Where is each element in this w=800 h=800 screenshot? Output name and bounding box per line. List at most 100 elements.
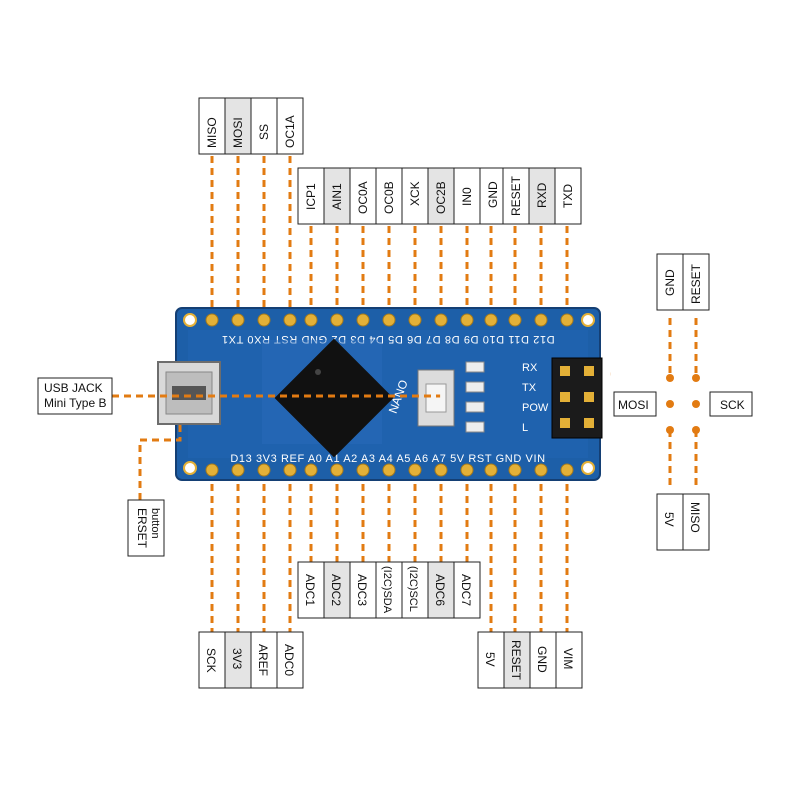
svg-text:ADC7: ADC7 (459, 574, 473, 606)
usb-mini-connector (157, 361, 221, 425)
svg-text:ADC6: ADC6 (433, 574, 447, 606)
svg-text:XCK: XCK (408, 181, 422, 206)
svg-text:RESET: RESET (509, 175, 523, 216)
internal-leaders (112, 394, 440, 500)
svg-text:OC0B: OC0B (382, 181, 396, 214)
label-sck-bottom: SCK (198, 631, 226, 689)
svg-text:GND: GND (486, 181, 500, 208)
label-aref: AREF (250, 631, 278, 689)
microcontroller-chip (262, 338, 394, 458)
svg-text:SCK: SCK (720, 398, 745, 412)
top-pin-pads (205, 313, 574, 327)
svg-text:TXD: TXD (561, 184, 575, 208)
icsp-labels: GND RESET 5V MISO MOSI SCK (613, 253, 753, 551)
svg-text:SCK: SCK (204, 648, 218, 673)
label-oc1a: OC1A (276, 97, 304, 155)
label-reset-top: RESET (502, 167, 530, 225)
bottom-right-labels: 5V RESET GND VIM (477, 631, 583, 689)
bottom-pin-pads (205, 463, 574, 477)
label-icsp-sck: SCK (709, 391, 753, 417)
svg-text:ADC0: ADC0 (282, 644, 296, 676)
svg-text:RESET: RESET (509, 640, 523, 681)
led-label-pow: POW (522, 402, 549, 414)
top-pin-silkscreen: D12 D11 D10 D9 D8 D7 D6 D5 D4 D3 D2 GND … (221, 333, 554, 345)
led-labels: RX TX POW L (522, 362, 549, 434)
svg-text:5V: 5V (662, 512, 676, 527)
label-gnd-bottom: GND (529, 631, 557, 689)
label-in0: IN0 (453, 167, 481, 225)
label-oc2b: OC2B (427, 167, 455, 225)
svg-text:AIN1: AIN1 (330, 183, 344, 210)
label-rxd: RXD (528, 167, 556, 225)
svg-text:MISO: MISO (688, 502, 702, 533)
usb-jack-label: USB JACK Mini Type B (37, 377, 113, 415)
label-oc0a: OC0A (349, 167, 377, 225)
svg-text:USB JACK: USB JACK (44, 381, 103, 395)
label-adc6: ADC6 (427, 561, 455, 619)
label-icsp-reset: RESET (682, 253, 710, 311)
svg-text:ICP1: ICP1 (304, 183, 318, 210)
label-ss: SS (250, 97, 278, 155)
svg-text:ADC1: ADC1 (303, 574, 317, 606)
reset-button-label: ERSET button (127, 499, 165, 557)
top-inner-labels: ICP1 AIN1 OC0A OC0B XCK OC2B IN0 GND RES… (297, 167, 582, 225)
svg-text:RESET: RESET (689, 263, 703, 304)
label-5v-bottom: 5V (477, 631, 505, 689)
svg-text:GND: GND (663, 269, 677, 296)
bottom-inner-labels: ADC1 ADC2 ADC3 (I2C)SDA (I2C)SCL ADC6 AD… (297, 561, 481, 619)
label-i2c-sda: (I2C)SDA (375, 561, 403, 619)
svg-text:IN0: IN0 (460, 187, 474, 206)
label-adc3: ADC3 (349, 561, 377, 619)
label-miso: MISO (198, 97, 226, 155)
icsp-leader-lines (668, 318, 698, 490)
bottom-left-labels: SCK 3V3 AREF ADC0 (198, 631, 304, 689)
svg-text:OC2B: OC2B (434, 181, 448, 214)
label-gnd-top: GND (479, 167, 507, 225)
led-label-l: L (522, 422, 528, 434)
label-adc7: ADC7 (453, 561, 481, 619)
label-icsp-mosi: MOSI (613, 391, 657, 417)
svg-text:AREF: AREF (256, 644, 270, 676)
svg-text:OC1A: OC1A (283, 115, 297, 148)
label-3v3: 3V3 (224, 631, 252, 689)
label-mosi: MOSI (224, 97, 252, 155)
status-leds (465, 361, 485, 433)
svg-text:button: button (149, 508, 161, 539)
label-adc1: ADC1 (297, 561, 325, 619)
bottom-leader-lines (210, 484, 569, 632)
label-adc0: ADC0 (276, 631, 304, 689)
led-label-tx: TX (522, 382, 537, 394)
label-icsp-gnd: GND (656, 253, 684, 311)
svg-text:SS: SS (257, 124, 271, 140)
label-icsp-miso: MISO (682, 493, 710, 551)
bottom-pin-silkscreen: D13 3V3 REF A0 A1 A2 A3 A4 A5 A6 A7 5V R… (230, 453, 545, 465)
svg-text:MOSI: MOSI (618, 398, 649, 412)
svg-text:MISO: MISO (205, 117, 219, 148)
top-outer-labels: MISO MOSI SS OC1A (198, 97, 304, 155)
label-xck: XCK (401, 167, 429, 225)
svg-text:OC0A: OC0A (356, 181, 370, 214)
icsp-dots (666, 374, 700, 434)
top-leader-lines (210, 156, 569, 318)
svg-text:VIM: VIM (561, 648, 575, 669)
label-txd: TXD (554, 167, 582, 225)
svg-text:ADC3: ADC3 (355, 574, 369, 606)
label-icsp-5v: 5V (656, 493, 684, 551)
label-adc2: ADC2 (323, 561, 351, 619)
label-vim: VIM (555, 631, 583, 689)
label-icp1: ICP1 (297, 167, 325, 225)
svg-text:ADC2: ADC2 (329, 574, 343, 606)
label-ain1: AIN1 (323, 167, 351, 225)
label-reset-bottom: RESET (503, 631, 531, 689)
svg-text:Mini Type B: Mini Type B (44, 396, 106, 410)
icsp-header (551, 357, 603, 439)
label-i2c-scl: (I2C)SCL (401, 561, 429, 619)
svg-text:5V: 5V (483, 652, 497, 667)
svg-text:3V3: 3V3 (230, 648, 244, 670)
reset-button (417, 369, 455, 427)
svg-text:GND: GND (535, 646, 549, 673)
svg-text:MOSI: MOSI (231, 117, 245, 148)
svg-text:ERSET: ERSET (135, 508, 149, 549)
svg-text:RXD: RXD (535, 182, 549, 208)
